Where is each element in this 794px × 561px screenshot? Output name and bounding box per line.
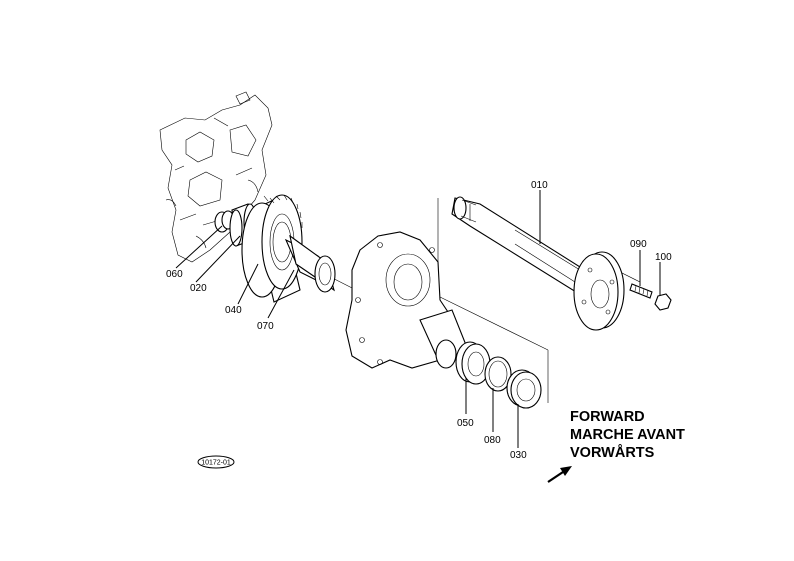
forward-line-1: FORWARD [570, 409, 645, 425]
part-030-oil-seal [506, 369, 542, 409]
label-070: 070 [257, 321, 274, 332]
part-050-bearing [455, 341, 491, 385]
figure-code: 10172-01 [201, 460, 231, 467]
label-050: 050 [457, 418, 474, 429]
leader-lines [175, 190, 661, 448]
label-020: 020 [190, 283, 207, 294]
part-060-bearing [214, 210, 235, 233]
label-080: 080 [484, 435, 501, 446]
part-070-sleeve [284, 234, 336, 293]
rear-cover-housing [345, 231, 469, 369]
part-labels: 010 090 100 060 020 040 070 050 080 030 [166, 180, 672, 461]
label-030: 030 [510, 450, 527, 461]
label-090: 090 [630, 239, 647, 250]
forward-arrow-icon [547, 466, 572, 483]
part-010-output-shaft [451, 196, 625, 331]
forward-direction-label: FORWARD MARCHE AVANT VORWÅRTS [570, 409, 685, 461]
part-080-snap-ring [484, 356, 512, 392]
label-040: 040 [225, 305, 242, 316]
part-090-bolt [629, 283, 653, 299]
part-040-gear [241, 194, 303, 303]
label-010: 010 [531, 180, 548, 191]
label-060: 060 [166, 269, 183, 280]
label-100: 100 [655, 252, 672, 263]
figure-code-badge: 10172-01 [197, 455, 235, 469]
part-100-nut [654, 293, 672, 311]
forward-line-3: VORWÅRTS [570, 444, 655, 461]
forward-line-2: MARCHE AVANT [570, 427, 685, 443]
